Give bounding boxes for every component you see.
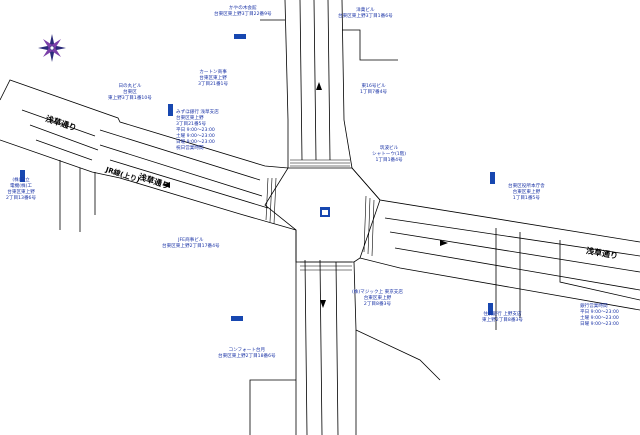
bus-stop-sign: [168, 104, 173, 116]
label-addr: 台東区東上野3丁目1番6号: [338, 14, 393, 19]
label-addr: 東上野2丁目8番3号: [482, 318, 523, 323]
label-name: コンフォート台月: [228, 348, 266, 353]
label-nagai: 台東区役所本庁舎 台東区東上野 1丁目1番5号: [508, 184, 545, 202]
bus-stop-sign: [490, 172, 495, 184]
label-addr: 台東区東上野: [176, 116, 204, 121]
label-addr: 台東区東上野: [363, 296, 392, 301]
road-edge: [295, 230, 441, 435]
label-tsukuba: 筑波ビル シャトーウ(1階) 1丁目1番4号: [372, 146, 406, 164]
label-addr: シャトーウ(1階): [372, 152, 407, 157]
label-hinomaru: 日の丸ビル 台東区 東上野3丁目1番10号: [108, 84, 152, 102]
crosswalk-north: [290, 159, 350, 167]
label-name: みずほ銀行 浅草支店: [176, 110, 219, 115]
road-edge: [384, 217, 640, 291]
label-addr: 2丁目8番3号: [363, 302, 392, 307]
label-name: (株)日立: [12, 178, 30, 183]
label-name: 東16号ビル: [361, 84, 386, 89]
label-addr: 3丁目21番1号: [198, 82, 229, 87]
crosswalk-east: [363, 195, 375, 257]
label-name: 筑波ビル: [379, 146, 399, 151]
label-hours: 祝日営業時間: [176, 146, 204, 151]
road-edge: [559, 240, 640, 301]
bus-stop-sign: [231, 316, 243, 321]
road-edge: [299, 0, 331, 161]
label-hours: 土曜 9:00〜23:00: [176, 134, 215, 139]
label-kanaya: かやの木会館 台東区東上野3丁目22番9号: [214, 6, 272, 18]
label-addr: 電機(株)工: [10, 184, 33, 189]
label-hours: 平日 9:00〜23:00: [580, 310, 619, 315]
label-addr: 東上野3丁目1番10号: [108, 96, 152, 101]
label-addr: 1丁目1番4号: [375, 158, 403, 163]
label-bank-hours: 銀行営業時間 平日 9:00〜23:00 土曜 9:00〜23:00 日曜 9:…: [580, 304, 619, 328]
label-name: 台東区役所本庁舎: [508, 184, 545, 189]
label-hours: 平日 9:00〜23:00: [176, 128, 215, 133]
road-edge: [59, 160, 96, 232]
lane-arrow: [440, 240, 448, 246]
label-name: JFE商事ビル: [178, 238, 204, 243]
road-edge: [0, 139, 297, 231]
label-name: 銀行営業時間: [580, 304, 608, 309]
lane-arrow: [162, 182, 170, 188]
road-edge: [495, 228, 521, 330]
bus-stop-sign: [234, 34, 246, 39]
label-addr: 台東区東上野3丁目22番9号: [214, 12, 272, 17]
label-komfort: コンフォート台月 台東区東上野2丁目18番6号: [218, 348, 276, 360]
police-box-icon: [320, 207, 330, 217]
label-higashi16: 東16号ビル 1丁目7番4号: [360, 84, 387, 96]
road-edge: [284, 0, 289, 168]
road-edge: [0, 79, 289, 169]
label-kojimachi: (株)日立 電機(株)工 台東区東上野 2丁目13番6号: [6, 178, 36, 202]
label-jfe: JFE商事ビル 台東区東上野2丁目17番4号: [162, 238, 220, 250]
crosswalk-west: [265, 177, 277, 225]
label-addr: 2丁目13番6号: [6, 196, 37, 201]
road-edge: [249, 330, 357, 435]
road-edge: [260, 19, 398, 61]
label-carton: カートン商事 台東区東上野 3丁目21番1号: [198, 70, 228, 88]
label-name: 洋菓ビル: [356, 8, 375, 13]
label-addr: 1丁目1番5号: [512, 196, 540, 201]
label-hours: 土曜 9:00〜23:00: [580, 316, 619, 321]
road-edge: [21, 109, 99, 161]
road-edge: [99, 129, 269, 209]
label-hours: 日曜 9:00〜23:00: [580, 322, 619, 327]
road-edge: [304, 259, 339, 435]
label-name: 日の丸ビル: [118, 84, 142, 89]
road-edge: [341, 0, 353, 169]
crosswalk-south: [300, 261, 352, 271]
label-addr: 台東区東上野: [7, 190, 35, 195]
bus-stop-sign: [20, 170, 25, 182]
label-name: カートン商事: [199, 70, 227, 75]
lane-arrow: [316, 82, 322, 90]
label-hours: 日曜 9:00〜23:00: [176, 140, 215, 145]
label-addr: 台東区東上野2丁目18番6号: [218, 354, 276, 359]
label-addr: 台東区東上野: [512, 190, 541, 195]
label-yoshida: 洋菓ビル 台東区東上野3丁目1番6号: [338, 8, 393, 20]
compass-rose-icon: [38, 34, 66, 62]
label-addr: 台東区東上野: [199, 76, 227, 81]
label-name: かやの木会館: [229, 6, 257, 11]
bus-stop-sign: [488, 303, 493, 315]
label-name: (株)マジック上 東京支店: [352, 290, 403, 295]
lane-arrow: [320, 300, 326, 308]
road-edge: [359, 257, 640, 311]
label-magic: (株)マジック上 東京支店 台東区東上野 2丁目8番3号: [352, 290, 403, 308]
label-sumitomo: 住友銀行 上野支店 東上野2丁目8番3号: [482, 312, 523, 324]
label-addr: 3丁目21番5号: [176, 122, 207, 127]
label-addr: 台東区東上野2丁目17番4号: [162, 244, 220, 249]
label-addr: 台東区: [123, 90, 137, 95]
label-mizuho: みずほ銀行 浅草支店 台東区東上野 3丁目21番5号 平日 9:00〜23:00…: [176, 110, 219, 152]
label-addr: 1丁目7番4号: [360, 90, 388, 95]
intersection-outline: [264, 167, 381, 263]
label-name: 住友銀行 上野支店: [483, 312, 522, 317]
